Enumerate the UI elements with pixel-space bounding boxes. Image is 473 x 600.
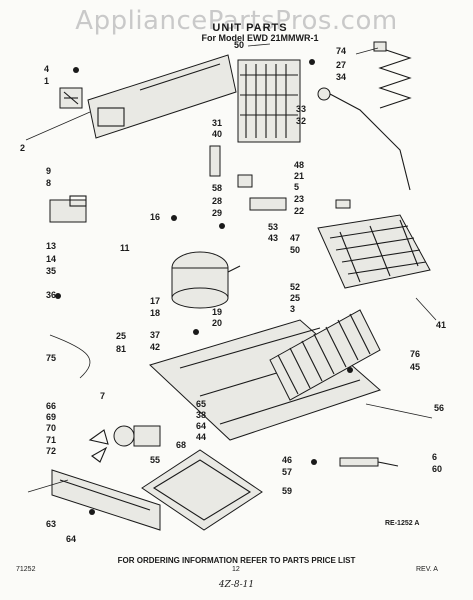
clip-part (209, 145, 221, 177)
callout-45: 45 (410, 362, 421, 372)
ordering-info: FOR ORDERING INFORMATION REFER TO PARTS … (117, 556, 356, 565)
callout-34: 34 (336, 72, 347, 82)
grille-part (51, 469, 161, 531)
callout-18: 18 (150, 308, 161, 318)
callout-57: 57 (282, 467, 293, 477)
callout-37: 37 (150, 330, 161, 340)
callout-4: 4 (44, 64, 50, 74)
callout-28: 28 (212, 196, 223, 206)
callout-32: 32 (296, 116, 307, 126)
bracket-parts (237, 174, 351, 211)
callout-76: 76 (410, 349, 421, 359)
callout-47: 47 (290, 233, 301, 243)
callout-31: 31 (212, 118, 223, 128)
callout-6: 6 (432, 452, 438, 462)
handwritten-note: 4Z-8-11 (218, 580, 255, 590)
callout-50-mid: 50 (290, 245, 301, 255)
condenser-coil-part (269, 309, 381, 401)
callout-14: 14 (46, 254, 57, 264)
callout-55: 55 (150, 455, 161, 465)
callout-33: 33 (296, 104, 307, 114)
callout-21: 21 (294, 171, 305, 181)
drain-pan-part (141, 449, 263, 531)
condenser-part (317, 214, 431, 289)
model-number: For Model EWD 21MMWR-1 (201, 33, 319, 43)
callout-70: 70 (46, 423, 57, 433)
callout-58: 58 (212, 183, 223, 193)
callout-50-top: 50 (234, 40, 245, 50)
relay-part (49, 195, 87, 223)
callout-63: 63 (46, 519, 57, 529)
callout-25-left: 25 (116, 331, 127, 341)
callout-17: 17 (150, 296, 161, 306)
thermostat-part (317, 87, 411, 191)
callout-69: 69 (46, 412, 57, 422)
callout-65: 65 (196, 399, 207, 409)
doc-number: RE-1252 A (385, 520, 420, 527)
callout-27: 27 (336, 60, 347, 70)
thermistor-part (339, 457, 399, 467)
callout-9: 9 (46, 166, 52, 176)
revision: REV. A (416, 566, 438, 573)
callout-43: 43 (268, 233, 279, 243)
callout-2: 2 (20, 143, 26, 153)
fan-motor-part (88, 425, 161, 463)
callout-53: 53 (268, 222, 279, 232)
leader-lines (25, 43, 437, 493)
callout-25-mid: 25 (290, 293, 301, 303)
callout-74: 74 (336, 46, 347, 56)
callout-38: 38 (196, 410, 207, 420)
callout-35: 35 (46, 266, 57, 276)
evaporator-coil-part (237, 59, 301, 143)
callout-56: 56 (434, 403, 445, 413)
callout-41: 41 (436, 320, 447, 330)
callout-60: 60 (432, 464, 443, 474)
timer-part (59, 87, 83, 109)
diagram-title: UNIT PARTS (212, 22, 288, 34)
callout-36: 36 (46, 290, 57, 300)
callout-7: 7 (100, 391, 106, 401)
callout-8: 8 (46, 178, 52, 188)
callout-5: 5 (294, 182, 300, 192)
callout-20: 20 (212, 318, 223, 328)
callout-68: 68 (176, 440, 187, 450)
callout-13: 13 (46, 241, 57, 251)
defrost-heater-part (373, 41, 412, 109)
callout-52: 52 (290, 282, 301, 292)
callout-22: 22 (294, 206, 305, 216)
callout-72: 72 (46, 446, 57, 456)
callout-42: 42 (150, 342, 161, 352)
watermark-text: AppliancePartsPros.com (75, 6, 398, 36)
callout-66: 66 (46, 401, 57, 411)
callout-11: 11 (120, 243, 130, 253)
callout-46: 46 (282, 455, 293, 465)
callout-71: 71 (46, 435, 57, 445)
callout-48: 48 (294, 160, 305, 170)
callout-40: 40 (212, 129, 223, 139)
callout-64-mid: 64 (196, 421, 207, 431)
callout-44: 44 (196, 432, 207, 442)
callout-29: 29 (212, 208, 223, 218)
left-code: 71252 (16, 566, 36, 573)
callout-75: 75 (46, 353, 57, 363)
callout-19: 19 (212, 307, 223, 317)
callout-1: 1 (44, 76, 50, 86)
callout-23: 23 (294, 194, 305, 204)
callout-81: 81 (116, 344, 127, 354)
compressor-part (171, 251, 241, 309)
callout-59: 59 (282, 486, 293, 496)
back-panel-part (87, 54, 237, 139)
callout-16: 16 (150, 212, 161, 222)
page-number: 12 (232, 566, 240, 573)
callout-64-bottom: 64 (66, 534, 77, 544)
callout-3: 3 (290, 304, 296, 314)
screws (55, 59, 353, 515)
